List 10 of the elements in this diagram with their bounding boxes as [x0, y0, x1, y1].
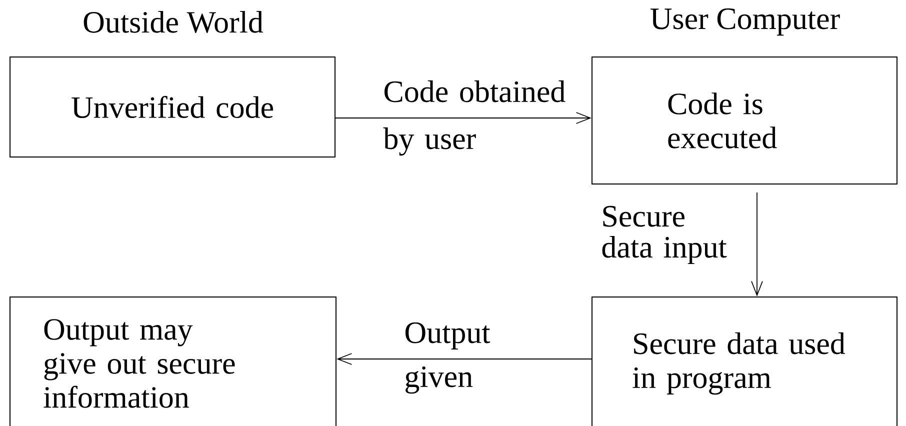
arrow [335, 112, 592, 124]
arrow [751, 192, 763, 296]
edge-label: Output given [405, 322, 490, 394]
process-box: Secure data used in program [592, 296, 898, 426]
edge-label: Secure data input [602, 206, 727, 264]
process-box: Unverified code [10, 56, 336, 158]
process-box: Code is executed [592, 56, 898, 184]
process-box: Output may give out secure information [10, 296, 336, 426]
edge-label: Code obtained by user [383, 80, 566, 156]
arrow [336, 353, 592, 365]
